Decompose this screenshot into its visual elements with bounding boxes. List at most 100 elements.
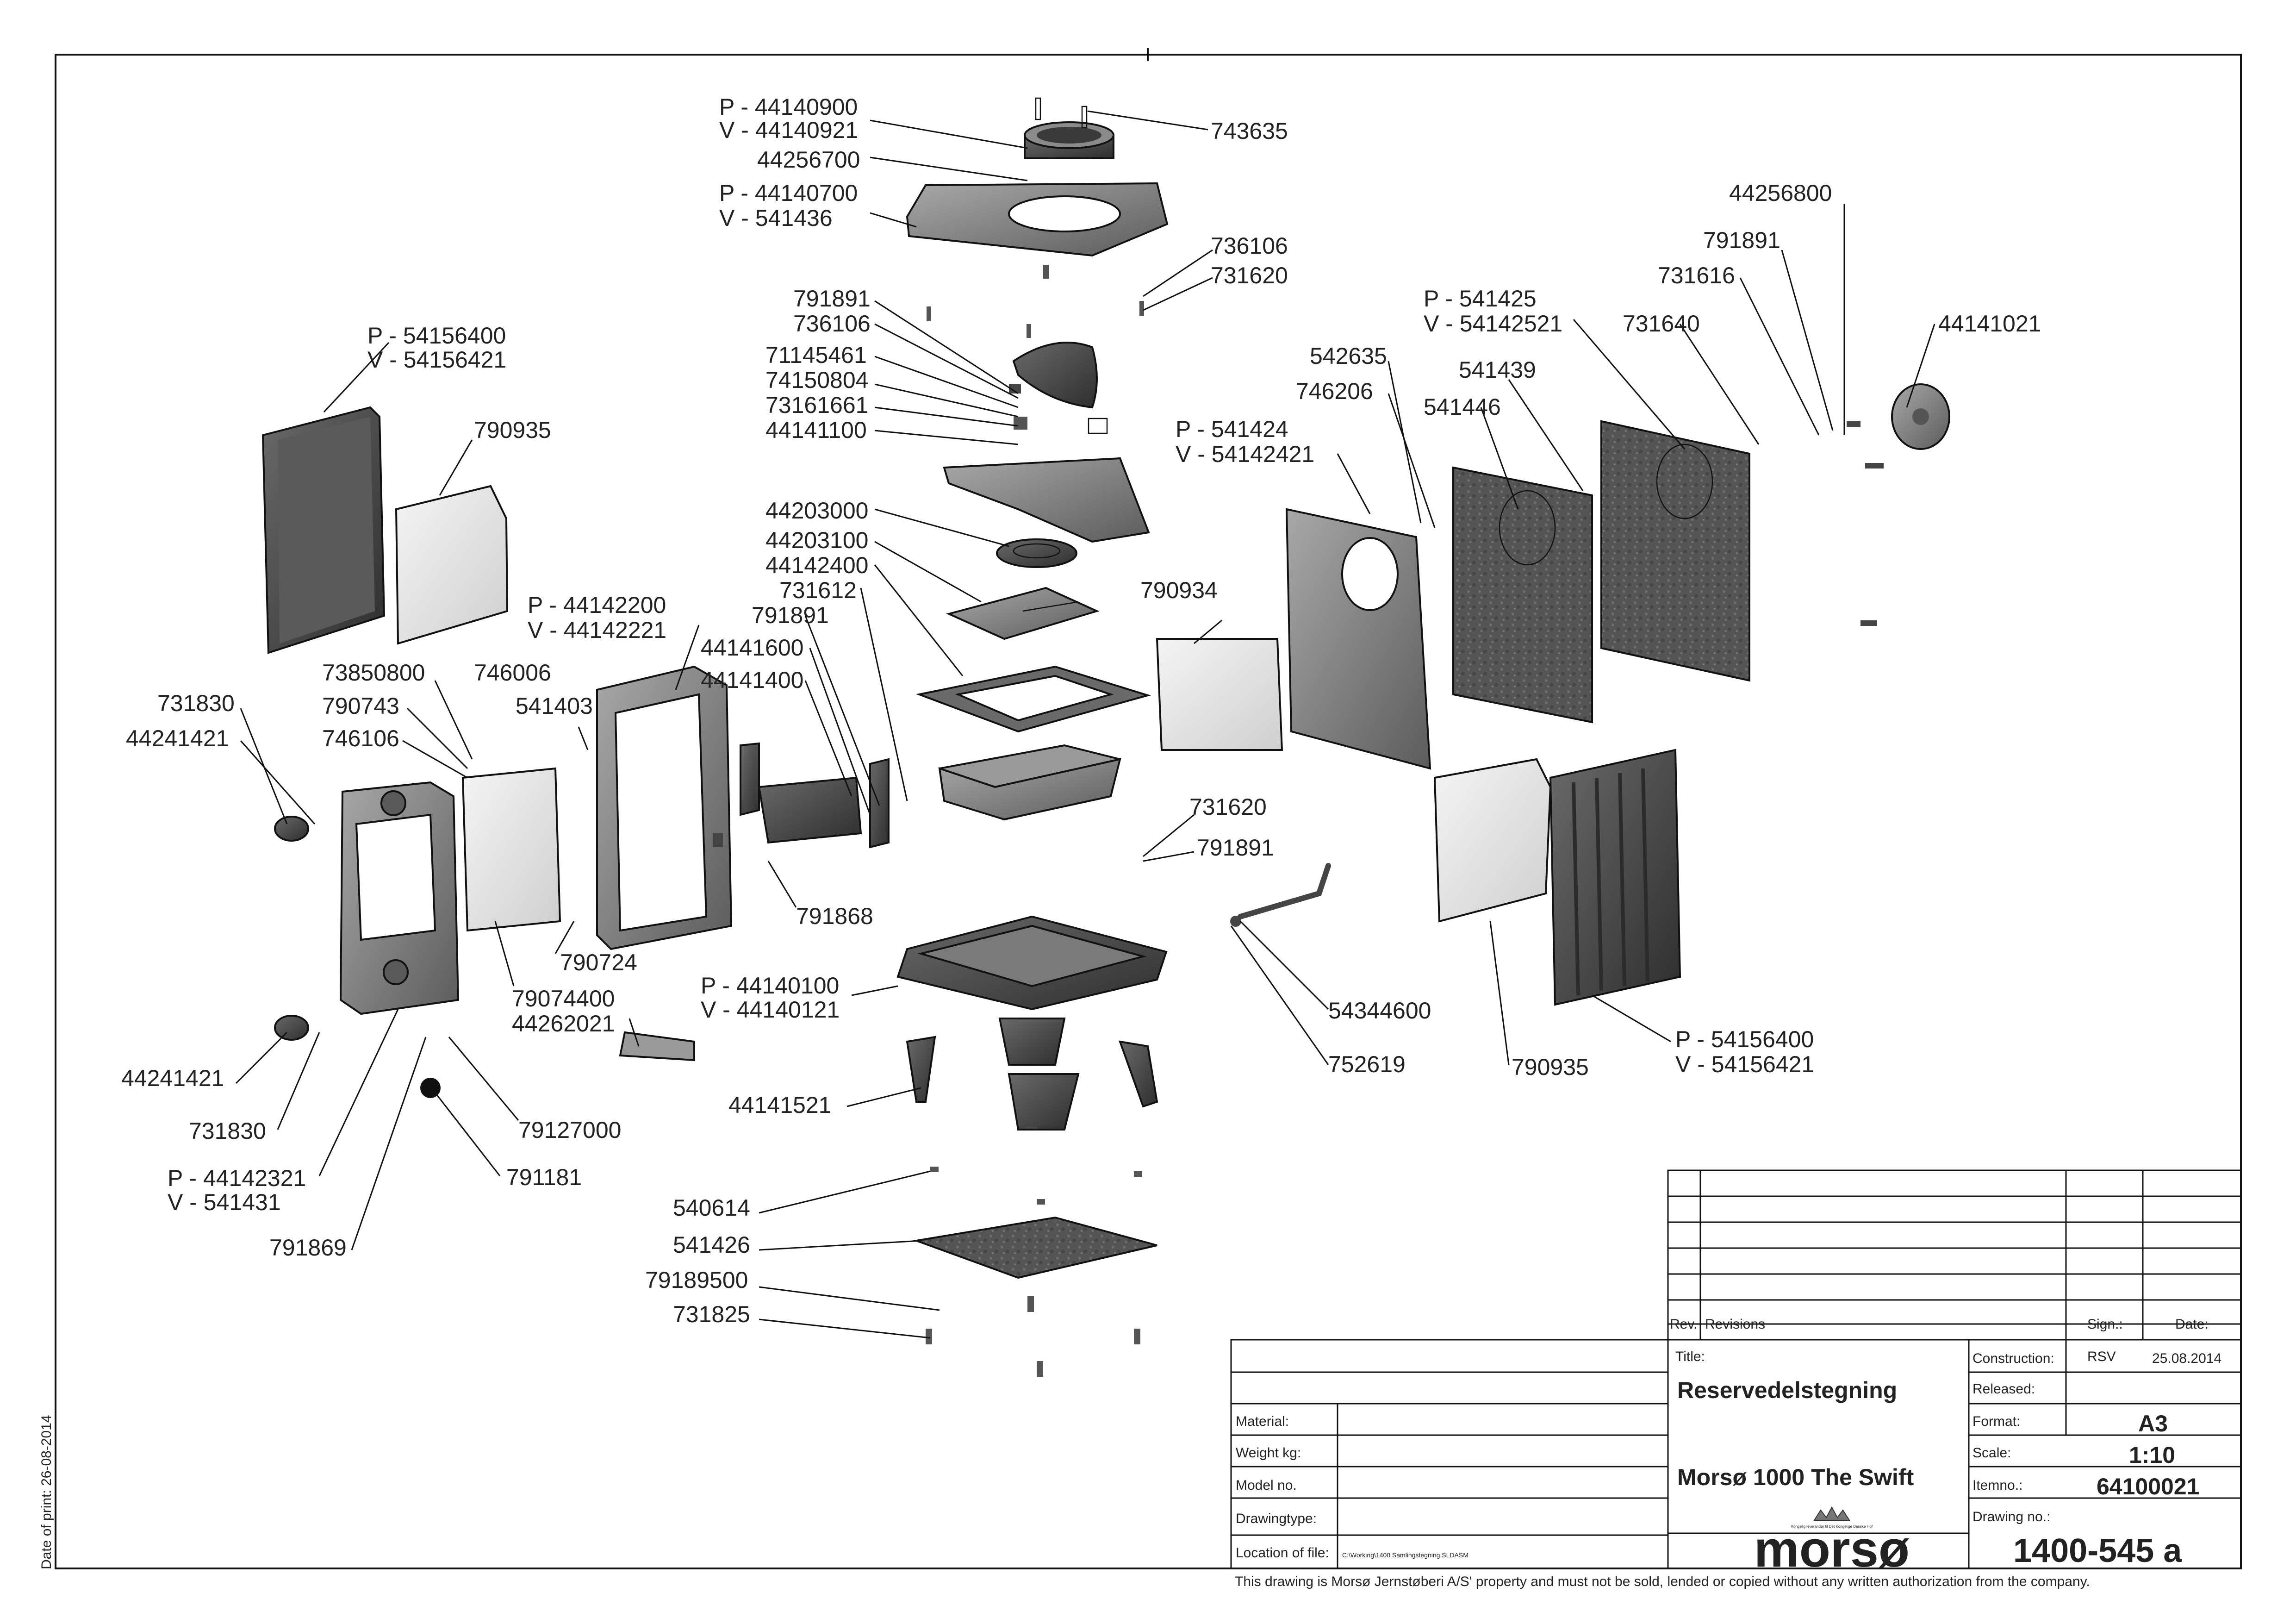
label-743635: 743635: [1211, 118, 1288, 144]
label-542635: 542635: [1310, 343, 1387, 369]
label-vt-541436: V - 541436: [719, 205, 833, 231]
label-44141100: 44141100: [765, 417, 867, 443]
label-44241421-bottom: 44241421: [121, 1065, 224, 1091]
tb-scale-label: Scale:: [1972, 1445, 2011, 1461]
door-frame-part: [596, 665, 733, 950]
label-736106-baffle: 736106: [793, 311, 871, 337]
label-736106-top: 736106: [1211, 233, 1288, 259]
title-block-text: Rev. Revisions Sign.: Date: Title: Reser…: [1235, 1317, 2221, 1589]
tb-itemno-label: Itemno.:: [1972, 1478, 2022, 1493]
tb-material-label: Material:: [1236, 1414, 1289, 1429]
heat-shield-part: [1452, 466, 1593, 724]
label-73850800: 73850800: [322, 660, 425, 686]
label-790934: 790934: [1140, 577, 1218, 603]
label-vbk-54142421: V - 54142421: [1176, 441, 1314, 467]
logo-caption: Kongelig leverandør til Det Kongelige Da…: [1791, 1524, 1873, 1529]
label-731825: 731825: [673, 1301, 750, 1327]
label-540614: 540614: [673, 1195, 750, 1221]
door-handle-part: [619, 1031, 695, 1062]
tb-released-label: Released:: [1972, 1381, 2035, 1397]
disclaimer-text: This drawing is Morsø Jernstøberi A/S' p…: [1235, 1574, 2090, 1589]
label-71145461: 71145461: [765, 342, 867, 368]
rear-insulation-board-part: [1156, 638, 1283, 751]
label-791891-frame: 791891: [752, 602, 829, 628]
label-731612: 731612: [779, 577, 857, 603]
right-insulation-board-part: [1433, 758, 1552, 923]
door-glass-part: [461, 767, 561, 932]
label-731620-top: 731620: [1211, 262, 1288, 288]
part-number-labels: P - 44140900 V - 44140921 44256700 P - 4…: [121, 94, 2041, 1327]
label-pt-44140900: P - 44140900: [719, 94, 858, 120]
label-746206: 746206: [1296, 378, 1373, 404]
label-44141600: 44141600: [701, 635, 803, 661]
air-slide-rail-part: [740, 742, 890, 849]
front-door-part: [339, 781, 460, 1015]
label-791868: 791868: [796, 903, 873, 929]
tb-construction-label: Construction:: [1972, 1351, 2054, 1366]
label-vb-44140121: V - 44140121: [701, 997, 840, 1023]
label-pr-54156400: P - 54156400: [1675, 1026, 1814, 1052]
label-791891-baffle: 791891: [793, 286, 871, 312]
label-746106: 746106: [322, 725, 399, 751]
right-side-panel-part: [1549, 749, 1681, 1006]
label-791891-bottom: 791891: [1197, 835, 1274, 861]
rear-outlet-cover-part: [1847, 383, 1950, 626]
label-541439: 541439: [1459, 357, 1536, 383]
grate-part: [996, 538, 1077, 568]
label-791891-right: 791891: [1703, 227, 1780, 253]
label-pk-541425: P - 541425: [1424, 286, 1537, 312]
label-541403: 541403: [516, 693, 593, 719]
label-79127000: 79127000: [518, 1117, 621, 1143]
flue-bolts-part: [1035, 97, 1088, 129]
label-pd-44142200: P - 44142200: [528, 592, 666, 618]
label-pt-44140700: P - 44140700: [719, 180, 858, 206]
label-44141021: 44141021: [1938, 311, 2041, 337]
crown-icon: [1813, 1506, 1850, 1521]
label-73161661: 73161661: [765, 392, 868, 418]
label-vf-541431: V - 541431: [168, 1189, 281, 1215]
label-44141400: 44141400: [701, 667, 803, 693]
label-vk-54142521: V - 54142521: [1424, 311, 1562, 337]
label-790935-right: 790935: [1512, 1054, 1589, 1080]
label-790724: 790724: [560, 949, 637, 975]
label-vr-54156421: V - 54156421: [1675, 1051, 1814, 1077]
rear-convection-panel-part: [1600, 420, 1750, 682]
label-74150804: 74150804: [765, 367, 868, 393]
label-vl-54156421: V - 54156421: [367, 347, 506, 373]
back-plate-part: [1285, 508, 1431, 770]
tb-drawingtype-label: Drawingtype:: [1236, 1511, 1317, 1526]
label-44256700: 44256700: [757, 147, 860, 173]
left-side-panel-part: [261, 406, 386, 654]
top-plate-screws-part: [927, 301, 1144, 338]
label-44142400: 44142400: [765, 552, 868, 578]
label-790935-left: 790935: [474, 417, 551, 443]
tb-date-header: Date:: [2175, 1317, 2209, 1332]
label-752619: 752619: [1328, 1051, 1406, 1077]
label-pb-44140100: P - 44140100: [701, 973, 839, 999]
label-54344600: 54344600: [1328, 998, 1431, 1024]
tb-title-line2: Morsø 1000 The Swift: [1677, 1464, 1914, 1490]
tb-format-value: A3: [2138, 1411, 2168, 1437]
label-541446: 541446: [1424, 394, 1501, 420]
label-pf-44142321: P - 44142321: [168, 1165, 306, 1191]
tb-weight-label: Weight kg:: [1236, 1445, 1301, 1461]
tb-title-line1: Reservedelstegning: [1677, 1377, 1897, 1403]
ash-plate-part: [913, 1167, 1157, 1377]
label-44262021: 44262021: [512, 1011, 615, 1037]
tb-rev-header: Rev.: [1670, 1317, 1697, 1332]
morso-logo: Kongelig leverandør til Det Kongelige Da…: [1754, 1506, 1910, 1578]
tb-model-label: Model no.: [1236, 1478, 1297, 1493]
label-791869: 791869: [269, 1235, 347, 1261]
convection-plate-part: [943, 457, 1150, 543]
label-pl-54156400: P - 54156400: [367, 323, 506, 349]
tb-construction-sign: RSV: [2087, 1349, 2116, 1364]
label-44203000: 44203000: [765, 498, 868, 524]
flue-collar-part: [1024, 121, 1114, 159]
tb-construction-date: 25.08.2014: [2152, 1351, 2221, 1366]
bottom-plate-part: [896, 915, 1168, 1011]
top-plate-part: [906, 182, 1169, 279]
tb-location-value: C:\Working\1400 Samlingstegning.SLDASM: [1342, 1551, 1468, 1559]
leader-lines: [235, 110, 1935, 1339]
legs-part: [906, 1018, 1158, 1131]
